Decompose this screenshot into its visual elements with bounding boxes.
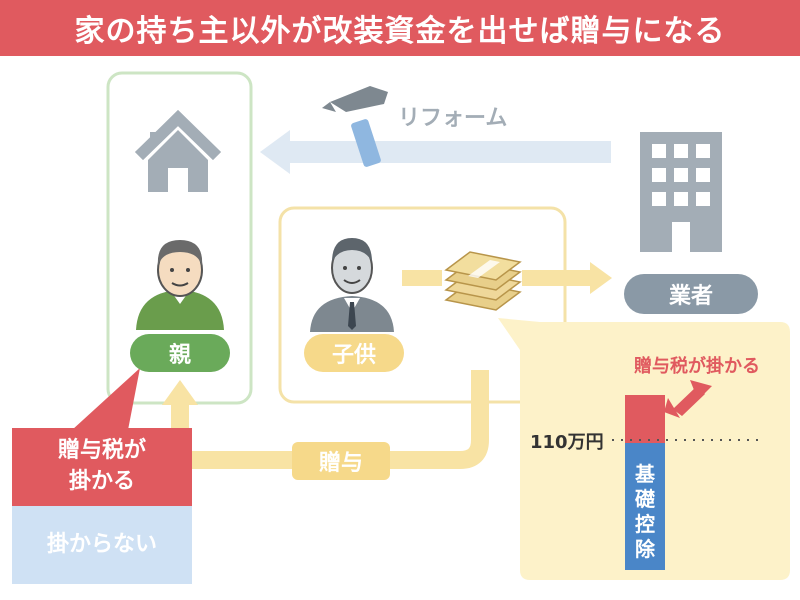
parent-badge: 親 bbox=[130, 334, 230, 372]
child-badge: 子供 bbox=[304, 334, 404, 372]
exemption-label: 基 礎 控 除 bbox=[635, 462, 655, 561]
parent-icon bbox=[136, 240, 224, 330]
not-taxed-legend: 掛からない bbox=[12, 506, 192, 584]
tax-legend-pointer bbox=[40, 368, 140, 430]
money-icon bbox=[444, 251, 522, 311]
child-icon bbox=[310, 238, 394, 332]
exemption-bar bbox=[625, 443, 665, 570]
payment-arrow bbox=[402, 262, 612, 294]
child-frame bbox=[278, 206, 567, 404]
taxed-arrow bbox=[664, 380, 712, 418]
house-icon bbox=[135, 110, 221, 192]
building-icon bbox=[640, 132, 722, 252]
page-title: 家の持ち主以外が改装資金を出せば贈与になる bbox=[0, 0, 800, 56]
chart-taxed-label: 贈与税が掛かる bbox=[634, 356, 760, 377]
contractor-badge: 業者 bbox=[624, 274, 758, 314]
hammer-icon bbox=[322, 86, 388, 167]
reform-label: リフォーム bbox=[398, 106, 508, 131]
reform-arrow bbox=[260, 130, 611, 174]
gift-badge: 贈与 bbox=[292, 442, 390, 480]
gift-arrow bbox=[162, 370, 489, 469]
taxed-bar bbox=[625, 395, 665, 443]
threshold-label: 110万円 bbox=[530, 432, 604, 453]
chart-panel-pointer bbox=[498, 318, 560, 360]
taxed-legend: 贈与税が 掛かる bbox=[12, 428, 192, 506]
